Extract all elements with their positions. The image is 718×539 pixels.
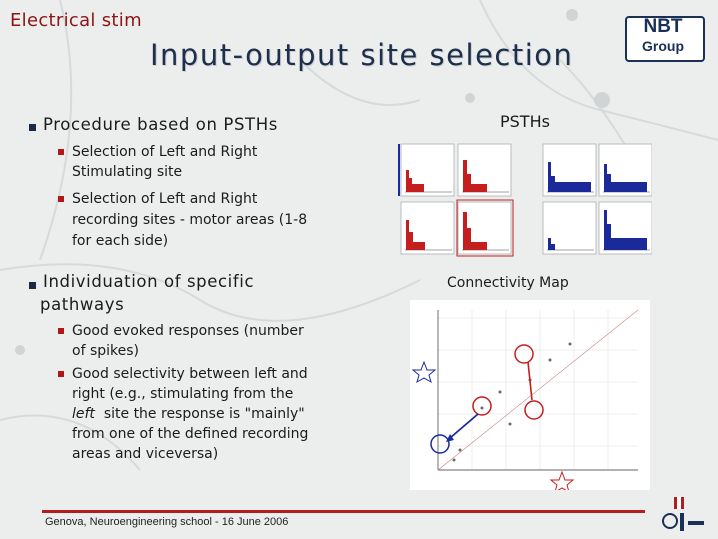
- bullet-pathways-line2: pathways: [40, 295, 125, 314]
- line3-rest: site the response is "mainly": [103, 406, 305, 422]
- italic-left: left: [72, 406, 95, 422]
- sub-bullet-rec-line2: recording sites - motor areas (1-8: [72, 212, 308, 228]
- sub-bullet-rec-line1: Selection of Left and Right: [72, 191, 258, 207]
- sub-bullet-select-line3: left site the response is "mainly": [72, 404, 305, 424]
- psth-panel-title: PSTHs: [500, 112, 550, 131]
- logo-line2: Group: [642, 38, 684, 54]
- sub-bullet-marker: [58, 371, 64, 377]
- slide-title: Input-output site selection: [150, 38, 574, 72]
- nbt-group-logo: [625, 16, 705, 62]
- footer-divider: [42, 510, 645, 513]
- sub-bullet-marker: [58, 196, 64, 202]
- sub-bullet-marker: [58, 328, 64, 334]
- dibe-logo: [662, 497, 704, 531]
- psth-figure: [398, 143, 652, 257]
- sub-bullet-marker: [58, 149, 64, 155]
- footer-credit: Genova, Neuroengineering school - 16 Jun…: [45, 516, 289, 528]
- connectivity-map-figure: [410, 300, 650, 490]
- section-tag: Electrical stim: [10, 10, 142, 31]
- sub-bullet-rec-line3: for each side): [72, 233, 169, 249]
- sub-bullet-stim-line1: Selection of Left and Right: [72, 144, 258, 160]
- sub-bullet-select-line1: Good selectivity between left and: [72, 366, 308, 382]
- sub-bullet-stim-line2: Stimulating site: [72, 164, 183, 180]
- sub-bullet-select-line4: from one of the defined recording: [72, 426, 309, 442]
- logo-line1: NBT: [643, 16, 683, 37]
- bullet-pathways-line1: Individuation of specific: [43, 272, 255, 291]
- sub-bullet-evoked-line2: of spikes): [72, 343, 139, 359]
- bullet-marker: [29, 282, 36, 289]
- sub-bullet-evoked-line1: Good evoked responses (number: [72, 323, 304, 339]
- bullet-procedure: Procedure based on PSTHs: [43, 115, 278, 134]
- sub-bullet-select-line5: areas and viceversa): [72, 446, 219, 462]
- connectivity-map-title: Connectivity Map: [447, 275, 569, 291]
- sub-bullet-select-line2: right (e.g., stimulating from the: [72, 386, 294, 402]
- bullet-marker: [29, 124, 36, 131]
